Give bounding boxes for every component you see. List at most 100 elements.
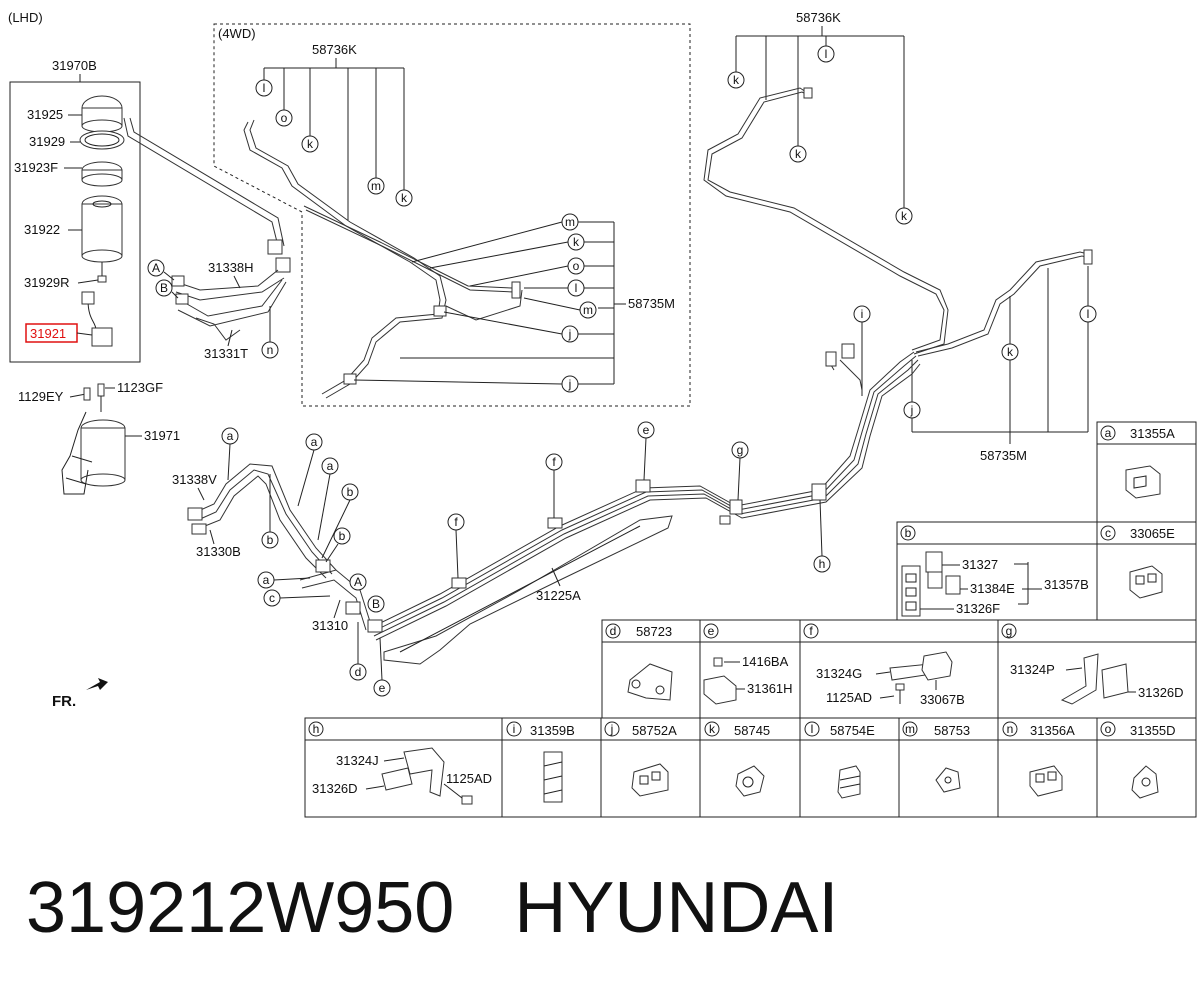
- clip-icon: [925, 551, 943, 573]
- svg-text:e: e: [708, 624, 715, 638]
- detail-box-b: b 31327 31384E 31357B 31326F: [896, 521, 1098, 621]
- bolt-icon: [83, 387, 91, 401]
- svg-text:b: b: [347, 485, 354, 499]
- detail-part-number: 31324J: [336, 753, 379, 768]
- svg-text:k: k: [307, 137, 314, 151]
- callout-l: [817, 45, 835, 63]
- svg-text:d: d: [610, 624, 617, 638]
- detail-part-number: 58752A: [632, 723, 677, 738]
- detail-box-l: l 58754E: [799, 717, 900, 818]
- detail-box-a: a 31355A: [1096, 421, 1197, 523]
- clip-icon: [935, 767, 961, 793]
- hose-connector-icon: [275, 257, 291, 273]
- arrow-icon: [86, 678, 108, 690]
- detail-part-number: 1125AD: [446, 771, 492, 786]
- svg-text:f: f: [454, 515, 458, 529]
- svg-text:m: m: [371, 179, 381, 193]
- detail-part-number: 31327: [962, 557, 998, 572]
- svg-text:f: f: [552, 455, 556, 469]
- callout-k: [727, 71, 745, 89]
- svg-text:f: f: [809, 624, 813, 638]
- detail-part-number: 33065E: [1130, 526, 1175, 541]
- bolt-icon: [895, 683, 905, 691]
- part-label: 31310: [312, 618, 348, 633]
- detail-part-number: 58753: [934, 723, 970, 738]
- highlighted-part-label[interactable]: 31921: [30, 326, 66, 341]
- detail-part-number: 31355A: [1130, 426, 1175, 441]
- detail-part-number: 1125AD: [826, 690, 872, 705]
- svg-text:j: j: [910, 403, 914, 417]
- grommet-icon: [837, 765, 861, 799]
- part-label: 31922: [24, 222, 60, 237]
- clip-icon: [1029, 765, 1063, 797]
- detail-part-number: 58723: [636, 624, 672, 639]
- bracket-icon: [627, 663, 673, 701]
- connector-callout: [349, 573, 367, 591]
- filter-assembly-frame: [9, 81, 141, 363]
- front-hose-section: 31338V 31330B 31310 a a a b b b a c A B: [172, 427, 391, 697]
- detail-part-number: 31324P: [1010, 662, 1055, 677]
- svg-text:k: k: [401, 191, 408, 205]
- svg-text:A: A: [354, 575, 362, 589]
- svg-text:l: l: [825, 47, 828, 61]
- svg-text:d: d: [355, 665, 362, 679]
- detail-box-o: o 31355D: [1096, 717, 1197, 818]
- svg-text:l: l: [575, 281, 578, 295]
- orientation-label: FR.: [52, 693, 76, 710]
- svg-text:o: o: [281, 111, 288, 125]
- svg-text:n: n: [267, 343, 274, 357]
- svg-text:c: c: [1105, 526, 1111, 540]
- detail-box-g: g 31324P 31326D: [997, 619, 1197, 719]
- bracket-icon: [403, 747, 445, 797]
- heat-shield-icon: [383, 515, 673, 665]
- callout-m: [367, 177, 385, 195]
- part-label: 31971: [144, 428, 180, 443]
- part-label: 1123GF: [117, 380, 163, 395]
- line-group-label: 58736K: [312, 42, 357, 57]
- section-label: (4WD): [218, 26, 256, 41]
- svg-text:e: e: [643, 423, 650, 437]
- part-label: 31929: [29, 134, 65, 149]
- four-wd-section: (4WD) 58736K l o k m k 58735M: [213, 23, 691, 407]
- connector-callout: [367, 595, 385, 613]
- part-label: 31338H: [208, 260, 254, 275]
- rear-pipe-section: 58736K k l k k l k j: [703, 10, 1097, 463]
- part-label: 31929R: [24, 275, 70, 290]
- filter-hoses: A B 31338H 31331T n: [123, 117, 291, 361]
- callout-o: [275, 109, 293, 127]
- bolt-icon: [97, 383, 105, 397]
- clip-icon: [1131, 765, 1159, 799]
- callout-k: [895, 207, 913, 225]
- svg-text:k: k: [573, 235, 580, 249]
- svg-text:b: b: [339, 529, 346, 543]
- detail-box-m: m 58753: [898, 717, 999, 818]
- svg-text:k: k: [1007, 345, 1014, 359]
- line-group-label: 58736K: [796, 10, 841, 25]
- front-orientation: FR.: [52, 678, 108, 710]
- clip-icon: [735, 765, 765, 797]
- svg-text:j: j: [568, 327, 572, 341]
- svg-text:m: m: [583, 303, 593, 317]
- svg-text:m: m: [565, 215, 575, 229]
- connector-callout: [147, 259, 165, 277]
- detail-part-number: 31324G: [816, 666, 862, 681]
- svg-text:a: a: [327, 459, 334, 473]
- svg-text:A: A: [152, 261, 160, 275]
- detail-part-number: 31357B: [1044, 577, 1089, 592]
- callout-k: [395, 189, 413, 207]
- svg-text:i: i: [513, 722, 516, 736]
- svg-text:o: o: [1105, 722, 1112, 736]
- main-fuel-lines: i f f e g h 31225A: [369, 305, 921, 665]
- detail-box-h: h 31324J 31326D 1125AD: [304, 717, 503, 818]
- svg-text:B: B: [372, 597, 380, 611]
- bolt-icon: [461, 795, 473, 805]
- clip-icon: [1129, 565, 1163, 599]
- svg-text:h: h: [313, 722, 320, 736]
- svg-text:l: l: [811, 722, 814, 736]
- svg-text:k: k: [709, 722, 716, 736]
- detail-box-k: k 58745: [699, 717, 801, 818]
- detail-part-number: 31326F: [956, 601, 1000, 616]
- svg-text:a: a: [227, 429, 234, 443]
